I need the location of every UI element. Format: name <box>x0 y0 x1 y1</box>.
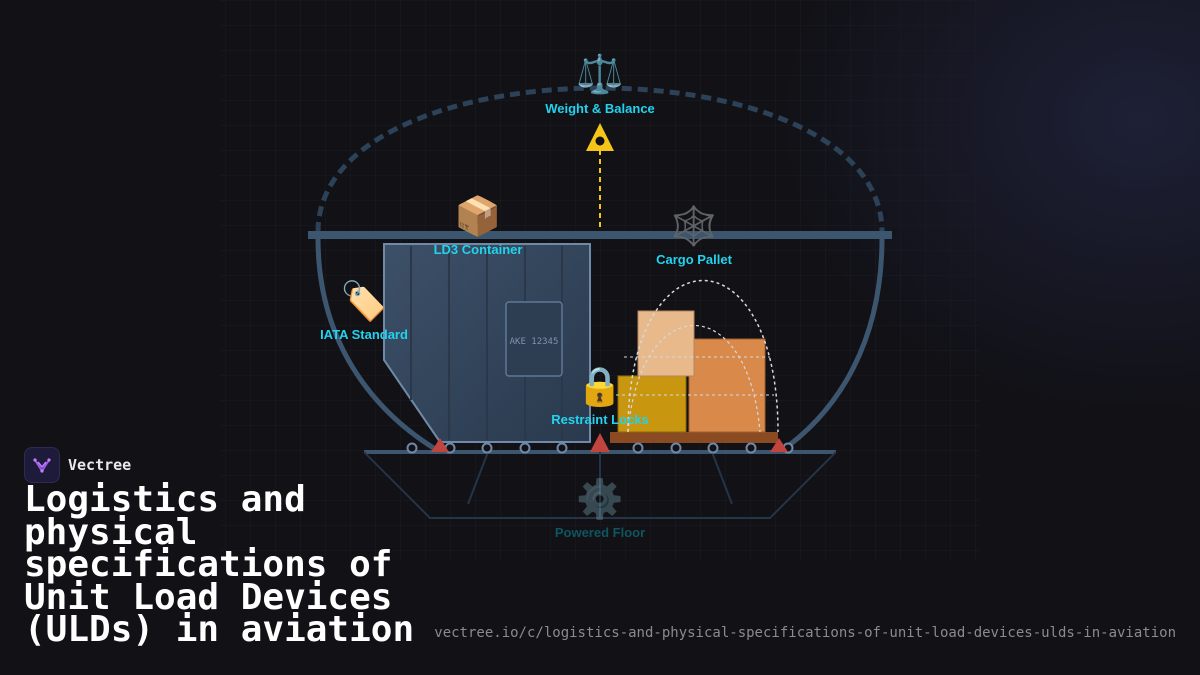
fuselage-lower-left <box>315 237 442 455</box>
tag-icon: 🏷️ <box>340 279 388 323</box>
powered-floor-label: Powered Floor <box>554 525 646 540</box>
lock-icon: 🔒 <box>576 364 624 408</box>
cargo-pallet-stack <box>610 279 779 443</box>
warning-triangle-icon <box>586 123 614 151</box>
cargo-net-outer <box>627 279 779 433</box>
ld3-container-label: LD3 Container <box>433 242 523 257</box>
brand: Vectree <box>24 447 131 483</box>
vectree-logo-icon <box>24 447 60 483</box>
page-title: Logistics and physical specifications of… <box>24 479 415 650</box>
container-id-plate <box>505 301 563 377</box>
balance-scale-icon: ⚖️ <box>576 52 624 96</box>
restraint-lock-right <box>770 438 788 452</box>
package-icon: 📦 <box>454 194 502 238</box>
main-deck-beam <box>308 231 892 239</box>
gear-icon: ⚙️ <box>576 477 624 521</box>
brand-name: Vectree <box>68 456 132 474</box>
restraint-lock-left <box>431 438 449 452</box>
fuselage-lower-right <box>778 237 885 455</box>
source-url[interactable]: vectree.io/c/logistics-and-physical-spec… <box>434 625 1176 641</box>
cargo-net-inner <box>627 324 761 433</box>
container-id-text: AKE 12345 <box>510 337 559 347</box>
iata-standard-label: IATA Standard <box>320 327 408 342</box>
pallet-base <box>610 432 778 443</box>
cargo-box-orange <box>688 338 766 433</box>
cargo-pallet-label: Cargo Pallet <box>656 252 732 267</box>
floor-rollers <box>406 442 794 454</box>
restraint-locks-label: Restraint Locks <box>551 412 649 427</box>
cargo-box-gold <box>617 375 687 433</box>
net-icon: 🕸️ <box>670 204 718 248</box>
cargo-box-light <box>637 310 695 377</box>
restraint-lock-center <box>590 433 610 452</box>
fuselage-upper-arc <box>315 85 885 233</box>
weight-balance-label: Weight & Balance <box>545 101 655 116</box>
ld3-container: AKE 12345 <box>383 243 591 443</box>
